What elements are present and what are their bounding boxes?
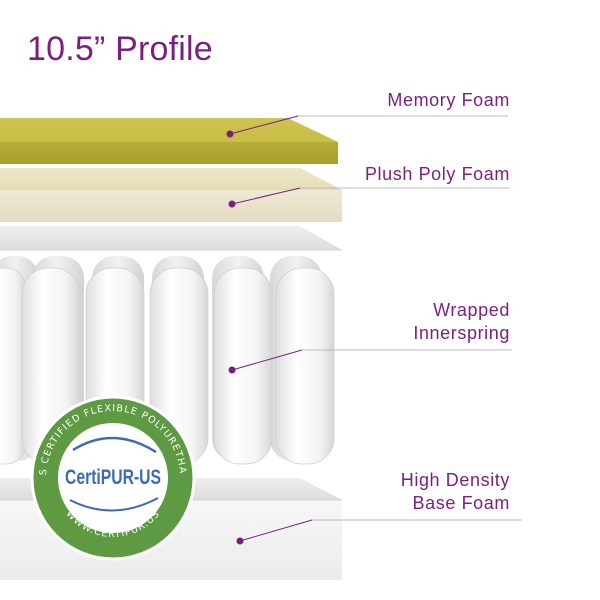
label-high-density-base-foam: High Density Base Foam — [401, 469, 510, 515]
leader-line-high-density-base-foam — [239, 519, 313, 542]
label-wrapped-innerspring-line-2: Innerspring — [413, 323, 510, 343]
badge-swoosh — [72, 436, 157, 454]
label-wrapped-innerspring: Wrapped Innerspring — [413, 299, 510, 345]
leader-line-plush-poly-foam — [231, 187, 301, 205]
leader-dot-high-density-base-foam — [236, 537, 244, 545]
label-wrapped-innerspring-line-1: Wrapped — [433, 300, 510, 320]
label-memory-foam: Memory Foam — [387, 89, 510, 112]
leader-dot-memory-foam — [226, 130, 234, 138]
label-plush-poly-foam-text: Plush Poly Foam — [364, 164, 510, 184]
badge-brand-text: CertiPUR-US — [65, 466, 161, 489]
thin-foam-layer — [0, 226, 342, 251]
label-high-density-base-foam-line-2: Base Foam — [412, 493, 510, 513]
plush-foam-layer — [0, 168, 342, 222]
leader-dot-wrapped-innerspring — [228, 366, 236, 374]
label-high-density-base-foam-line-1: High Density — [400, 470, 510, 490]
label-memory-foam-text: Memory Foam — [387, 90, 510, 110]
leader-dot-plush-poly-foam — [228, 200, 236, 208]
page-title: 10.5” Profile — [27, 30, 213, 68]
memory-foam-layer — [0, 118, 338, 164]
leader-lines — [226, 115, 522, 545]
leader-line-wrapped-innerspring — [231, 349, 303, 371]
label-plush-poly-foam: Plush Poly Foam — [365, 163, 510, 186]
leader-line-memory-foam — [229, 115, 299, 135]
